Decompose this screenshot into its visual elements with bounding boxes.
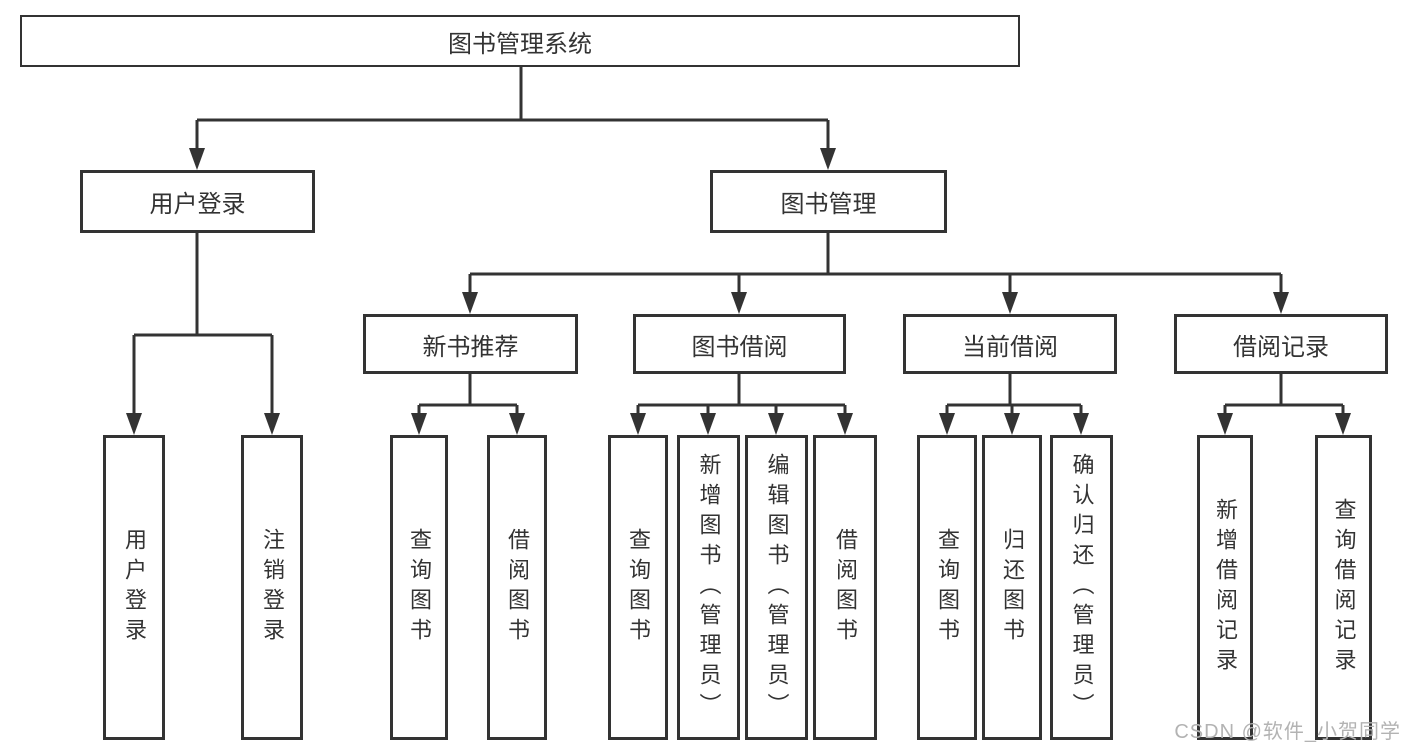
leaf-user-login-label: 用户登录: [122, 527, 147, 648]
leaf-logout: 注销登录: [241, 435, 303, 740]
connector-bookborrow-to-leaves: [636, 374, 847, 415]
leaf-logout-label: 注销登录: [260, 527, 285, 648]
arrow-down-icon: [462, 292, 478, 314]
leaf-add-books-admin-label: 新增图书（管理员）: [696, 452, 722, 723]
leaf-query-borrow-record-label: 查询借阅记录: [1331, 497, 1357, 678]
connector-currentborrow-to-leaves: [945, 374, 1083, 415]
arrow-down-icon: [768, 413, 784, 435]
leaf-confirm-return-admin: 确认归还（管理员）: [1050, 435, 1113, 740]
node-borrow-records: 借阅记录: [1174, 314, 1388, 374]
node-borrow-records-label: 借阅记录: [1233, 333, 1329, 361]
leaf-confirm-return-admin-label: 确认归还（管理员）: [1069, 452, 1095, 723]
leaf-add-borrow-record: 新增借阅记录: [1197, 435, 1253, 740]
leaf-return-books: 归还图书: [982, 435, 1042, 740]
node-user-login-label: 用户登录: [149, 191, 246, 218]
arrow-down-icon: [189, 148, 205, 170]
arrow-down-icon: [1217, 413, 1233, 435]
leaf-borrow-books-newrec: 借阅图书: [487, 435, 547, 740]
arrow-down-icon: [630, 413, 646, 435]
node-root-label: 图书管理系统: [448, 30, 592, 58]
leaf-query-books-borrow: 查询图书: [608, 435, 668, 740]
arrow-down-icon: [837, 413, 853, 435]
csdn-watermark: CSDN @软件_小贺同学: [1174, 721, 1401, 743]
node-book-mgmt-label: 图书管理: [780, 191, 877, 218]
leaf-borrow-books-newrec-label: 借阅图书: [505, 527, 530, 648]
node-new-book-rec-label: 新书推荐: [422, 333, 519, 361]
arrow-down-icon: [700, 413, 716, 435]
leaf-query-books-borrow-label: 查询图书: [626, 527, 651, 648]
node-root: 图书管理系统: [20, 15, 1020, 67]
leaf-add-borrow-record-label: 新增借阅记录: [1213, 497, 1238, 678]
arrow-down-icon: [939, 413, 955, 435]
leaf-add-books-admin: 新增图书（管理员）: [677, 435, 740, 740]
node-book-mgmt: 图书管理: [710, 170, 947, 233]
leaf-return-books-label: 归还图书: [1000, 527, 1025, 648]
arrow-down-icon: [1335, 413, 1351, 435]
leaf-edit-books-admin-label: 编辑图书（管理员）: [764, 452, 790, 723]
arrow-down-icon: [411, 413, 427, 435]
arrow-down-icon: [731, 292, 747, 314]
arrowheads: [126, 148, 1351, 435]
leaf-edit-books-admin: 编辑图书（管理员）: [745, 435, 808, 740]
node-current-borrow-label: 当前借阅: [962, 333, 1058, 361]
leaf-borrow-books-borrow-label: 借阅图书: [833, 527, 858, 648]
leaf-query-books-newrec: 查询图书: [390, 435, 448, 740]
node-book-borrow: 图书借阅: [633, 314, 846, 374]
leaf-query-borrow-record: 查询借阅记录: [1315, 435, 1372, 740]
connector-userlogin-to-leaves: [132, 233, 274, 415]
node-user-login: 用户登录: [80, 170, 315, 233]
node-book-borrow-label: 图书借阅: [691, 333, 788, 361]
leaf-query-books-current: 查询图书: [917, 435, 977, 740]
arrow-down-icon: [126, 413, 142, 435]
connector-borrowrecords-to-leaves: [1223, 374, 1345, 415]
arrow-down-icon: [264, 413, 280, 435]
arrow-down-icon: [1273, 292, 1289, 314]
arrow-down-icon: [509, 413, 525, 435]
leaf-borrow-books-borrow: 借阅图书: [813, 435, 877, 740]
arrow-down-icon: [820, 148, 836, 170]
node-current-borrow: 当前借阅: [903, 314, 1117, 374]
arrow-down-icon: [1004, 413, 1020, 435]
leaf-query-books-newrec-label: 查询图书: [407, 527, 432, 648]
connector-bookmgmt-to-level3: [468, 233, 1283, 294]
arrow-down-icon: [1002, 292, 1018, 314]
connector-root-to-level2: [195, 67, 830, 150]
connector-newbookrec-to-leaves: [417, 374, 519, 415]
leaf-user-login: 用户登录: [103, 435, 165, 740]
node-new-book-rec: 新书推荐: [363, 314, 578, 374]
leaf-query-books-current-label: 查询图书: [935, 527, 960, 648]
arrow-down-icon: [1073, 413, 1089, 435]
